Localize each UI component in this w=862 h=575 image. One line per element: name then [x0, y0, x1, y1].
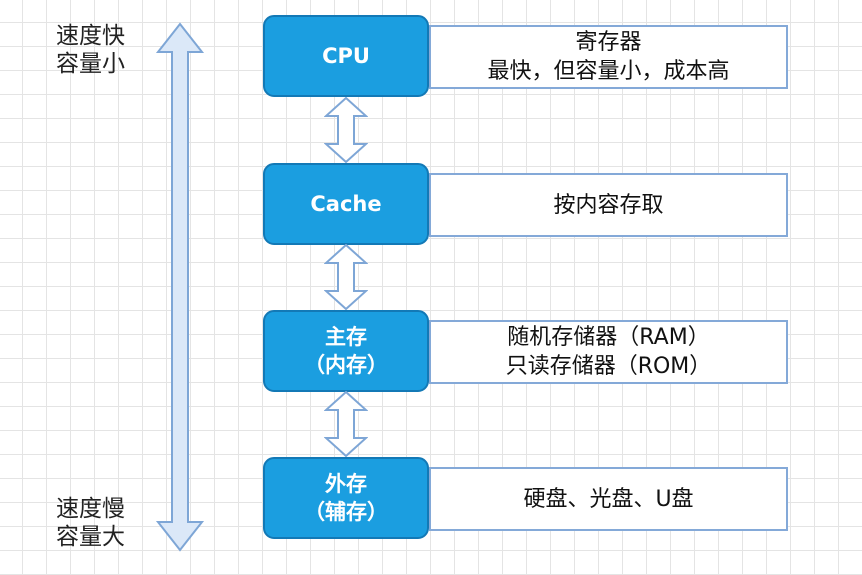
speed-fast-line-1: 速度快 [56, 23, 125, 49]
cache-desc-line-1: 按内容存取 [553, 192, 664, 218]
speed-fast-label: 速度快 容量小 [56, 22, 146, 78]
main-memory-sub-label: （内存） [304, 353, 388, 377]
cache-main-memory-double-arrow [324, 244, 368, 310]
main-memory-label: 主存 [325, 325, 367, 349]
speed-capacity-double-arrow [155, 22, 205, 552]
cpu-label: CPU [322, 44, 370, 68]
cpu-desc-line-1: 寄存器 [575, 30, 642, 55]
cache-box: Cache [263, 163, 429, 245]
external-storage-desc-line-1: 硬盘、光盘、U盘 [523, 486, 694, 512]
external-storage-box: 外存 （辅存） [263, 457, 429, 539]
cpu-desc-line-2: 最快，但容量小，成本高 [487, 59, 730, 84]
speed-slow-label: 速度慢 容量大 [56, 495, 146, 551]
cpu-box: CPU [263, 15, 429, 97]
cpu-description-box: 寄存器 最快，但容量小，成本高 [429, 25, 788, 89]
cpu-cache-double-arrow [324, 97, 368, 163]
external-storage-label: 外存 [325, 472, 367, 496]
cache-description-box: 按内容存取 [429, 173, 788, 237]
main-external-double-arrow [324, 391, 368, 457]
speed-slow-line-1: 速度慢 [56, 496, 125, 522]
main-memory-box: 主存 （内存） [263, 310, 429, 392]
capacity-large-line-2: 容量大 [56, 524, 125, 550]
main-memory-desc-line-1: 随机存储器（RAM） [507, 325, 710, 350]
cache-label: Cache [310, 192, 382, 216]
external-storage-description-box: 硬盘、光盘、U盘 [429, 467, 788, 531]
external-storage-sub-label: （辅存） [304, 500, 388, 524]
capacity-small-line-2: 容量小 [56, 51, 125, 77]
main-memory-description-box: 随机存储器（RAM） 只读存储器（ROM） [429, 320, 788, 384]
main-memory-desc-line-2: 只读存储器（ROM） [505, 354, 712, 379]
